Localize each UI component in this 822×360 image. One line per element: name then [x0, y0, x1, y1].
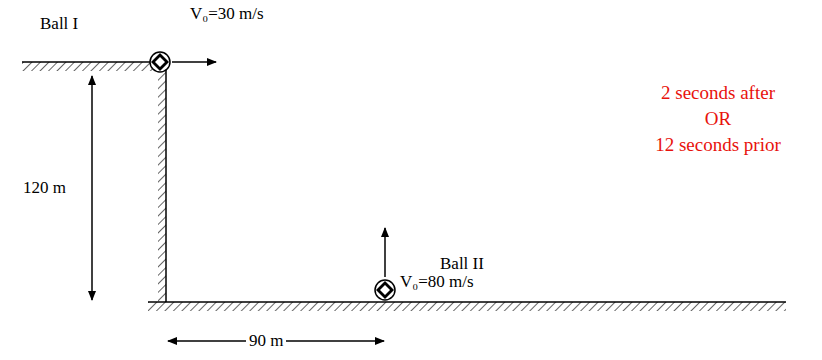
velocity-arrow: [384, 228, 386, 277]
velocity-arrow: [172, 61, 216, 63]
velocity-label: V₀=80 m/s: [400, 272, 474, 292]
answer-note: 2 seconds after: [661, 82, 775, 104]
ball-two: [375, 280, 395, 300]
answer-note: 12 seconds prior: [655, 134, 781, 156]
height-dimension: [91, 76, 93, 300]
cliff-top: [22, 62, 166, 71]
ball-label: Ball I: [40, 14, 78, 34]
ball-label: Ball II: [440, 254, 484, 274]
answer-note: OR: [705, 108, 731, 130]
cliff-wall: [158, 62, 166, 302]
ball-one: [150, 52, 170, 72]
ground: [148, 302, 786, 311]
dimension-label: 120 m: [20, 178, 69, 198]
velocity-label: V₀=30 m/s: [190, 4, 264, 24]
dimension-label: 90 m: [246, 331, 286, 351]
